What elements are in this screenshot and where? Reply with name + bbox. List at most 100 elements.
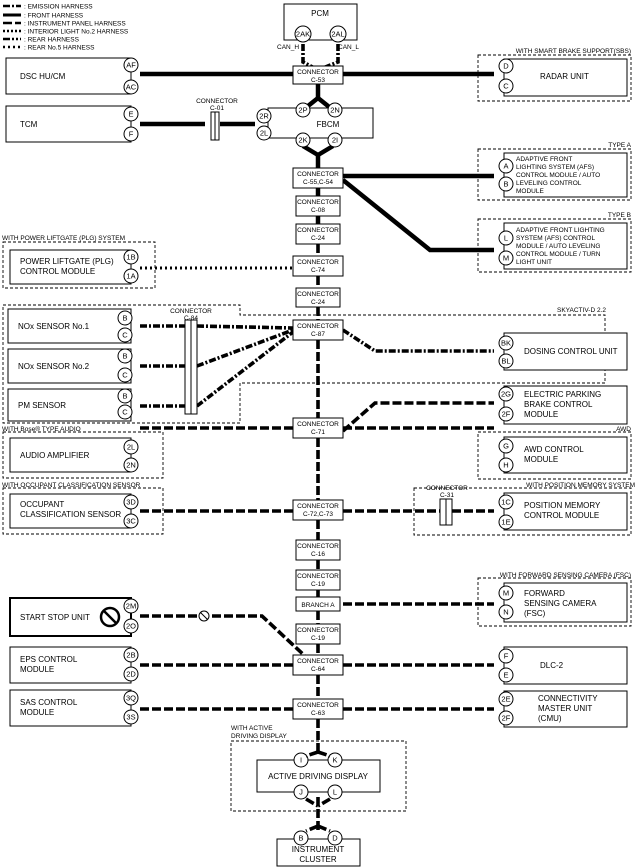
connector-c-19-lower: CONNECTOR C-19 [295, 623, 341, 645]
svg-text:C-19: C-19 [311, 581, 325, 588]
svg-text:: INSTRUMENT PANEL HARNESS: : INSTRUMENT PANEL HARNESS [24, 21, 126, 28]
svg-text:AWD: AWD [616, 426, 631, 433]
position-memory-control-module: POSITION MEMORY CONTROL MODULE 1C 1E [498, 492, 628, 531]
svg-text:CONNECTOR: CONNECTOR [297, 573, 339, 580]
svg-text:2L: 2L [127, 443, 135, 452]
svg-text:DOSING CONTROL UNIT: DOSING CONTROL UNIT [524, 347, 618, 356]
svg-text:CLASSIFICATION SENSOR: CLASSIFICATION SENSOR [20, 510, 121, 519]
svg-text:2R: 2R [259, 112, 269, 121]
pm-sensor-module: PM SENSOR B C [7, 388, 133, 422]
legend-item-front: : FRONT HARNESS [3, 13, 84, 20]
pin-1e: 1E [498, 514, 514, 530]
svg-text:1E: 1E [501, 518, 510, 527]
svg-text:CONNECTOR: CONNECTOR [297, 543, 339, 550]
inline-connector-c-01: CONNECTOR C-01 [196, 98, 238, 141]
svg-text:B: B [503, 180, 508, 189]
awd-group: AWD [477, 426, 632, 480]
connector-c-24-lower: CONNECTOR C-24 [295, 287, 341, 308]
svg-text:2F: 2F [502, 410, 511, 419]
svg-text:F: F [504, 652, 509, 661]
connector-c-74: CONNECTOR C-74 [292, 255, 344, 277]
pin-1b: 1B [123, 249, 139, 265]
pin-bl: BL [498, 353, 514, 369]
svg-text:2O: 2O [126, 622, 136, 631]
svg-text:: REAR HARNESS: : REAR HARNESS [24, 37, 80, 44]
connector-c-87: CONNECTOR C-87 [292, 319, 344, 341]
svg-text:B: B [298, 834, 303, 843]
svg-text:C-31: C-31 [440, 492, 454, 499]
svg-text:FORWARD: FORWARD [524, 589, 565, 598]
fbcm-pin-2n: 2N [327, 102, 343, 118]
radar-unit-module: RADAR UNIT D C [498, 58, 628, 97]
svg-text:WITH POSITION MEMORY SYSTEM: WITH POSITION MEMORY SYSTEM [526, 482, 635, 489]
svg-text:L: L [504, 234, 508, 243]
pin-b: B [498, 176, 514, 192]
pin-m: M [498, 250, 514, 266]
svg-text:2P: 2P [298, 106, 307, 115]
svg-text:N: N [503, 608, 508, 617]
svg-text:1B: 1B [126, 253, 135, 262]
svg-text:C-08: C-08 [311, 207, 325, 214]
audio-amplifier-module: AUDIO AMPLIFIER 2L 2N [9, 437, 139, 473]
type-b-group: TYPE B [477, 212, 632, 273]
svg-text:G: G [503, 442, 509, 451]
svg-text:BRAKE CONTROL: BRAKE CONTROL [524, 400, 593, 409]
legend-item-emission: : EMISSION HARNESS [3, 4, 93, 11]
svg-text:CLUSTER: CLUSTER [299, 855, 337, 864]
svg-text:NOx SENSOR No.2: NOx SENSOR No.2 [18, 362, 90, 371]
svg-text:L: L [333, 788, 337, 797]
svg-text:: EMISSION HARNESS: : EMISSION HARNESS [24, 4, 93, 11]
svg-text:BL: BL [501, 357, 510, 366]
pin-d: D [498, 58, 514, 74]
svg-text:C-72,C-73: C-72,C-73 [303, 511, 333, 518]
connectivity-master-unit-module: CONNECTIVITY MASTER UNIT (CMU) 2E 2F [498, 690, 628, 728]
pin-c: C [117, 367, 133, 383]
svg-text:TCM: TCM [20, 120, 38, 129]
connector-c-16: CONNECTOR C-16 [295, 539, 341, 561]
plg-control-module: POWER LIFTGATE (PLG) CONTROL MODULE 1B 1… [9, 249, 139, 285]
svg-text:C-53: C-53 [311, 77, 325, 84]
svg-text:PCM: PCM [311, 9, 329, 18]
svg-text:CONNECTOR: CONNECTOR [297, 227, 339, 234]
svg-text:MODULE / AUTO LEVELING: MODULE / AUTO LEVELING [516, 243, 600, 250]
nox-sensor-1-module: NOx SENSOR No.1 B C [7, 308, 133, 344]
connector-c-24-upper: CONNECTOR C-24 [295, 223, 341, 245]
svg-text:2I: 2I [332, 136, 338, 145]
svg-text:CONNECTOR: CONNECTOR [297, 323, 339, 330]
svg-text:2B: 2B [126, 651, 135, 660]
ads-group: WITH ACTIVE DRIVING DISPLAY [230, 725, 407, 812]
eps-control-module: EPS CONTROL MODULE 2B 2D [9, 646, 139, 684]
connector-c-72-c-73: CONNECTOR C-72,C-73 [292, 499, 344, 521]
svg-text:ACTIVE DRIVING DISPLAY: ACTIVE DRIVING DISPLAY [268, 772, 369, 781]
prohibition-icon [99, 606, 121, 628]
svg-text:CONNECTIVITY: CONNECTIVITY [538, 694, 598, 703]
connector-c-63: CONNECTOR C-63 [292, 698, 344, 720]
pin-3q: 3Q [123, 690, 139, 706]
svg-text:: REAR No.5 HARNESS: : REAR No.5 HARNESS [24, 45, 95, 52]
svg-text:3C: 3C [126, 517, 136, 526]
pin-2e: 2E [498, 691, 514, 707]
svg-text:3S: 3S [126, 713, 135, 722]
svg-text:CONTROL MODULE: CONTROL MODULE [20, 267, 95, 276]
pin-2b: 2B [123, 647, 139, 663]
connector-c-64: CONNECTOR C-64 [292, 654, 344, 676]
svg-text:POSITION MEMORY: POSITION MEMORY [524, 501, 601, 510]
svg-text:SKYACTIV-D 2.2: SKYACTIV-D 2.2 [557, 307, 606, 314]
svg-text:1C: 1C [501, 498, 511, 507]
svg-text:A: A [503, 162, 508, 171]
pin-c: C [117, 404, 133, 420]
svg-text:DLC-2: DLC-2 [540, 661, 564, 670]
svg-text:OCCUPANT: OCCUPANT [20, 500, 64, 509]
fbcm-pin-2l: 2L [256, 125, 272, 141]
svg-text:J: J [299, 788, 303, 797]
svg-text:2E: 2E [501, 695, 510, 704]
pin-c: C [117, 327, 133, 343]
svg-text:LIGHTING SYSTEM (AFS): LIGHTING SYSTEM (AFS) [516, 164, 594, 171]
pin-g: G [498, 438, 514, 454]
svg-text:LIGHT UNIT: LIGHT UNIT [516, 259, 552, 266]
pin-3s: 3S [123, 709, 139, 725]
svg-text:AUDIO AMPLIFIER: AUDIO AMPLIFIER [20, 451, 90, 460]
tcm-module: TCM E F [5, 105, 139, 143]
legend-item-rear: : REAR HARNESS [3, 37, 80, 44]
